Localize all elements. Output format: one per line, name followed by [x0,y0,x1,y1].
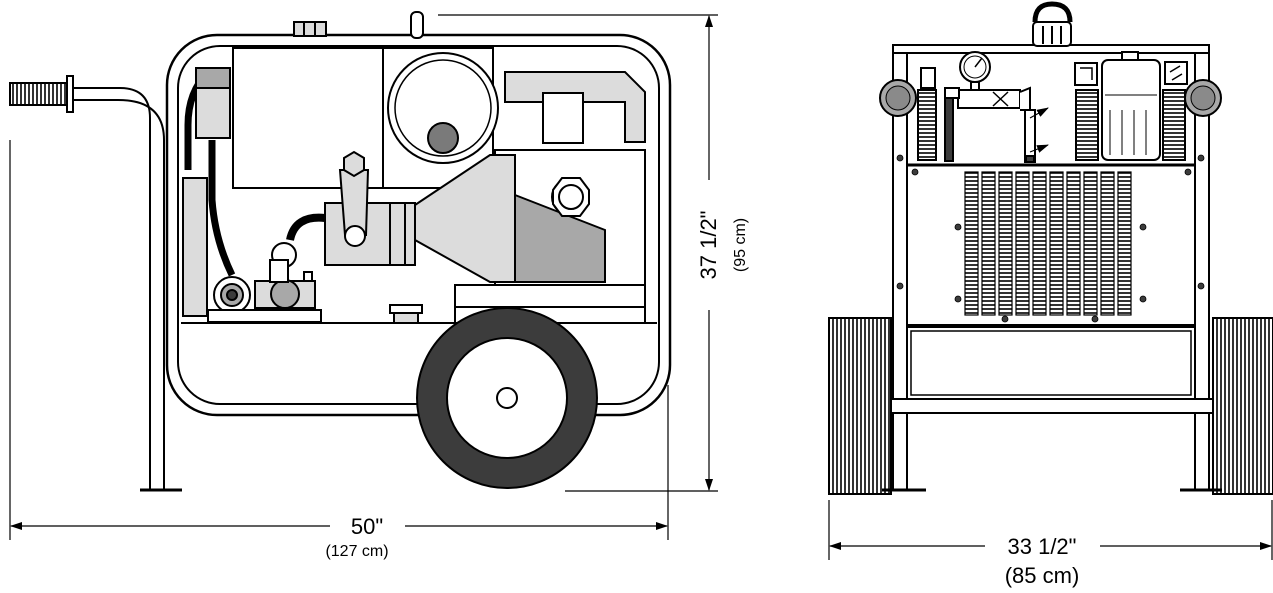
engine-mount [454,284,646,308]
right-filter-cap [1074,62,1098,86]
roller-left [879,79,917,117]
side-panel [182,177,208,317]
front-wheel-right [1212,317,1273,495]
front-wheel-left [828,317,892,495]
side-wheel [416,307,598,489]
unloader-valve [254,259,316,309]
side-view [9,11,672,492]
handle-tube [73,87,182,492]
drive-housing [324,202,416,266]
inlet-fitting [213,276,251,314]
left-filter [917,89,937,161]
right-filter [1162,89,1186,161]
front-width-label: 33 1/2" [1008,534,1077,559]
pressure-gauge [959,51,991,91]
roller-right [1184,79,1222,117]
filler-cap [293,21,327,37]
cabinet-rivets [896,154,1205,323]
lifting-eye [1032,1,1073,47]
handle-grip [9,75,74,113]
front-dimensions [828,500,1273,560]
exhaust-pipe [410,11,424,39]
cooling-vent-grille [964,171,1132,316]
control-lever [338,150,370,247]
side-width-label: 50" [351,514,383,539]
left-filter-cap [920,67,936,89]
side-dimensions [9,14,718,540]
engine-shroud [504,71,646,143]
center-filter [1075,89,1099,161]
side-height-label: 37 1/2" [696,211,721,280]
side-height-metric: (95 cm) [732,218,749,272]
front-width-metric: (85 cm) [1005,563,1080,588]
pump-hose [286,213,326,242]
flywheel [387,52,499,164]
base-rail [207,309,322,323]
center-reservoir [1101,59,1161,161]
axle-bar [890,398,1214,414]
front-view [828,1,1273,495]
side-width-metric: (127 cm) [325,543,388,560]
drain-plug [389,304,423,324]
manifold [957,89,1021,109]
